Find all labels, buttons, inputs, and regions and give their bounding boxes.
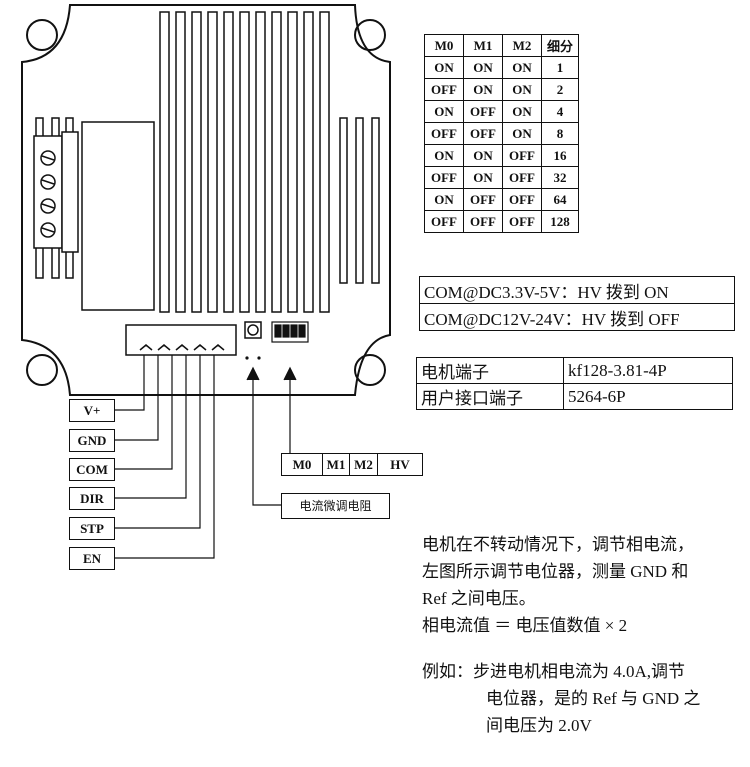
heat-sink-fin [339, 117, 348, 284]
example-line-2: 电位器，是的 Ref 与 GND 之 [486, 689, 701, 708]
table-cell: ON [463, 144, 503, 167]
table-cell: 64 [541, 188, 579, 211]
table-cell: 8 [541, 122, 579, 145]
board-outline [21, 4, 391, 396]
table-cell: OFF [502, 188, 542, 211]
current-potentiometer [244, 321, 262, 339]
pin-label-vplus: V+ [69, 399, 115, 422]
note-line-3: Ref 之间电压。 [422, 589, 536, 608]
heat-sink-fin [303, 11, 314, 313]
motor-terminal [33, 131, 79, 253]
pin-label-gnd: GND [69, 429, 115, 452]
table-row: 电机端子 kf128-3.81-4P [416, 357, 733, 384]
note-line-4: 相电流值 ＝ 电压值数值 × 2 [422, 616, 628, 635]
heat-sink-fin [287, 11, 298, 313]
heat-sink-fin [239, 11, 250, 313]
heat-sink-fins [35, 11, 380, 313]
table-cell: OFF [502, 210, 542, 233]
table-cell: 1 [541, 56, 579, 79]
heat-sink-fin [159, 11, 170, 313]
dip-switch [271, 321, 309, 343]
heat-sink-fin [319, 11, 330, 313]
table-cell: OFF [463, 122, 503, 145]
table-cell: OFF [502, 144, 542, 167]
example-line-1: 例如：步进电机相电流为 4.0A,调节 [422, 662, 686, 681]
table-cell: ON [424, 100, 464, 123]
table-cell: ON [424, 188, 464, 211]
table-cell: ON [502, 122, 542, 145]
dip-label-hv: HV [377, 453, 423, 476]
table-cell: 2 [541, 78, 579, 101]
table-cell: OFF [424, 166, 464, 189]
heat-sink-fin [223, 11, 234, 313]
note-line-1: 电机在不转动情况下，调节相电流， [422, 535, 694, 554]
heat-sink-fin [371, 117, 380, 284]
com-voltage-table: COM@DC3.3V-5V：HV 拨到 ON COM@DC12V-24V：HV … [419, 276, 735, 331]
table-cell: OFF [424, 78, 464, 101]
note-line-2: 左图所示调节电位器，测量 GND 和 [422, 562, 689, 581]
dip-label-m0: M0 [281, 453, 323, 476]
example-line-3: 间电压为 2.0V [486, 716, 592, 735]
pin-label-com: COM [69, 458, 115, 481]
table-cell: ON [463, 56, 503, 79]
mount-hole-tl [26, 19, 58, 51]
table-row: COM@DC3.3V-5V：HV 拨到 ON [419, 276, 735, 304]
table-cell: ON [502, 56, 542, 79]
table-cell: OFF [424, 210, 464, 233]
mount-hole-bl [26, 354, 58, 386]
table-cell: ON [424, 56, 464, 79]
mount-hole-br [354, 354, 386, 386]
pin-label-stp: STP [69, 517, 115, 540]
heat-sink-fin [191, 11, 202, 313]
table-cell: 16 [541, 144, 579, 167]
heat-sink-fin [271, 11, 282, 313]
heat-sink-fin [355, 117, 364, 284]
mount-hole-tr [354, 19, 386, 51]
table-row: 用户接口端子 5264-6P [416, 383, 733, 410]
component-block [81, 121, 155, 311]
heat-sink-fin [207, 11, 218, 313]
pin-label-en: EN [69, 547, 115, 570]
table-cell: OFF [463, 188, 503, 211]
table-cell: ON [502, 78, 542, 101]
dip-label-m1: M1 [322, 453, 350, 476]
table-cell: ON [463, 166, 503, 189]
table-cell: OFF [463, 100, 503, 123]
dip-label-m2: M2 [349, 453, 378, 476]
interface-connector [125, 324, 237, 356]
resistor-label: 电流微调电阻 [281, 493, 390, 519]
table-cell: 128 [541, 210, 579, 233]
table-cell: ON [502, 100, 542, 123]
terminal-table: 电机端子 kf128-3.81-4P 用户接口端子 5264-6P [416, 357, 733, 410]
heat-sink-fin [175, 11, 186, 313]
table-cell: ON [424, 144, 464, 167]
table-cell: ON [463, 78, 503, 101]
table-header-row: M0 M1 M2 细分 [424, 34, 579, 57]
table-cell: OFF [463, 210, 503, 233]
heat-sink-fin [255, 11, 266, 313]
pin-label-dir: DIR [69, 487, 115, 510]
table-row: COM@DC12V-24V：HV 拨到 OFF [419, 303, 735, 331]
table-cell: 4 [541, 100, 579, 123]
table-cell: OFF [502, 166, 542, 189]
table-cell: OFF [424, 122, 464, 145]
table-cell: 32 [541, 166, 579, 189]
